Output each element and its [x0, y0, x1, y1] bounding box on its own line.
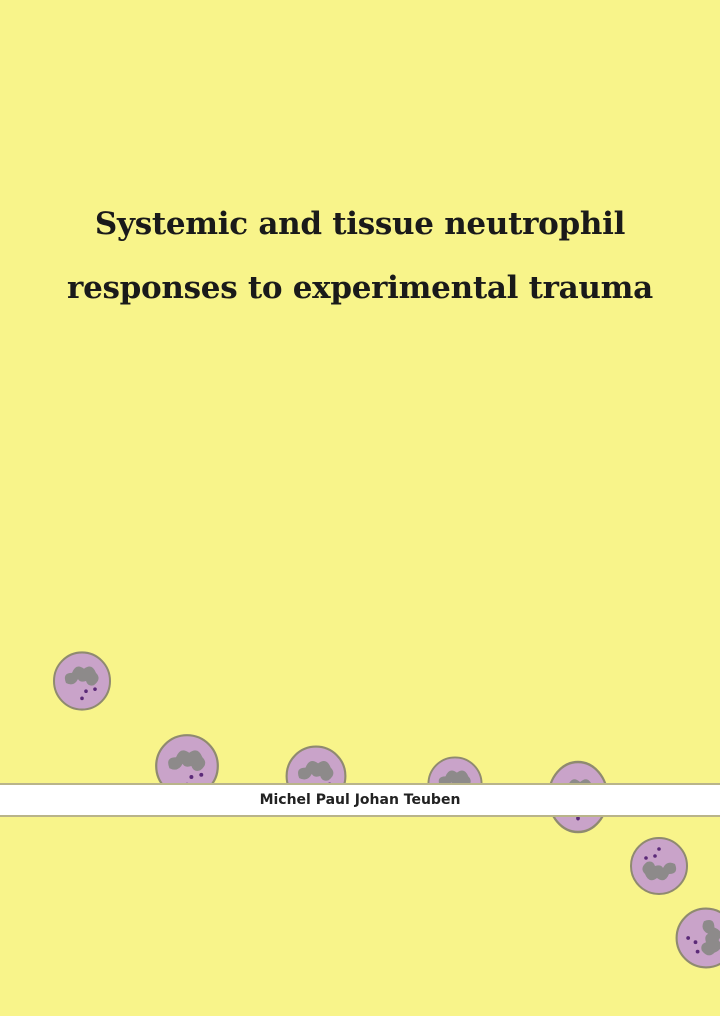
neutrophil-cell — [675, 907, 720, 969]
title-line-1: Systemic and tissue neutrophil — [94, 206, 626, 242]
author-name: Michel Paul Johan Teuben — [259, 792, 461, 808]
book-title: Systemic and tissue neutrophil responses… — [0, 192, 720, 320]
neutrophil-cell — [52, 651, 112, 711]
author-banner: Michel Paul Johan Teuben — [0, 783, 720, 817]
neutrophil-cell — [630, 837, 688, 895]
title-line-2: responses to experimental trauma — [67, 270, 653, 306]
